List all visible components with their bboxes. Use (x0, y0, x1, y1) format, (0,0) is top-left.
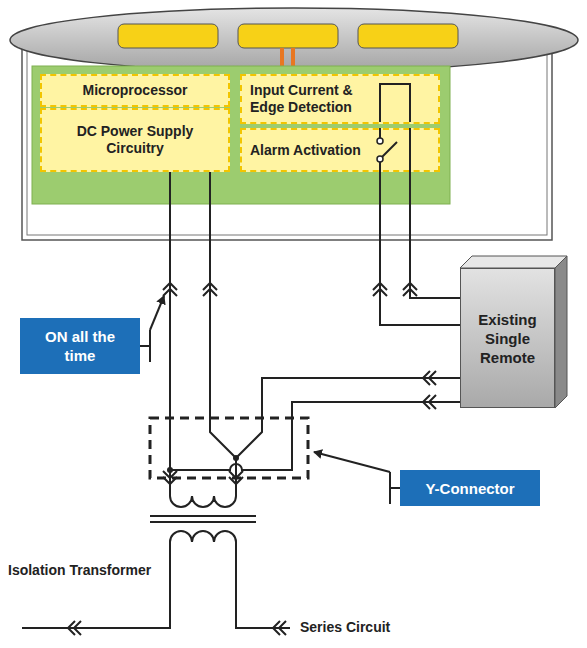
plug-chevron (279, 621, 286, 635)
node-text: DC Power Supply Circuitry (50, 123, 220, 157)
wire (236, 560, 290, 628)
lamp-lead (280, 48, 284, 67)
text-group: Microprocessor (82, 82, 187, 99)
leader-line (140, 345, 150, 347)
callout-box: ON all the time (20, 318, 140, 374)
text-group: Alarm Activation (250, 142, 361, 159)
leader-tick (149, 330, 151, 362)
wire-connector (410, 172, 460, 298)
node-text: Alarm Activation (250, 142, 361, 159)
plug-chevron (429, 395, 436, 409)
text-group: DC Power Supply Circuitry (50, 123, 220, 157)
node-text: Existing Single Remote (465, 310, 550, 367)
leader-line (314, 452, 390, 472)
callout-leaders (140, 296, 400, 504)
leader-line (150, 296, 164, 330)
plug-chevron (163, 289, 177, 296)
junction-dot (167, 467, 173, 473)
node-text: ON all the time (28, 327, 132, 365)
wire-connector (380, 172, 460, 325)
circuit-label: Series Circuit (300, 619, 390, 635)
housing (22, 45, 552, 240)
remote-side-face (555, 256, 567, 408)
node-text: Microprocessor (82, 82, 187, 99)
circuit-block: Alarm Activation (240, 128, 440, 172)
leader-line (390, 487, 400, 489)
plug-chevron (163, 471, 177, 478)
text-group: Input Current & Edge Detection (250, 82, 378, 116)
component-label: Isolation Transformer (8, 562, 151, 578)
dome-cover (10, 8, 578, 72)
transformer-coil (170, 490, 236, 507)
leader-tick (389, 472, 391, 504)
housing-inner (27, 45, 547, 235)
node-text: Y-Connector (425, 479, 514, 498)
wire-connector (210, 172, 460, 458)
circuit-block: DC Power Supply Circuitry (40, 108, 230, 172)
transformer-core (150, 521, 256, 523)
lamp-lead (291, 48, 295, 67)
node-text: Input Current & Edge Detection (250, 82, 378, 116)
plug-chevron (229, 471, 243, 478)
wire (169, 172, 171, 490)
indicator-light (118, 24, 218, 48)
remote-unit: Existing Single Remote (460, 268, 555, 408)
indicator-light (238, 24, 338, 48)
text-group: ON all the time (28, 327, 132, 365)
plug-chevron (74, 621, 81, 635)
remote-top-face (460, 256, 567, 268)
transformer-core (150, 515, 256, 517)
text-group: Y-Connector (425, 479, 514, 498)
circuit-block: Microprocessor (40, 74, 230, 107)
y-connector-outline (150, 418, 308, 478)
indicator-light (358, 24, 458, 48)
transformer-coil (170, 531, 236, 560)
wiring (22, 172, 460, 628)
circuit-board (32, 66, 450, 204)
circuit-block: Input Current & Edge Detection (240, 74, 440, 124)
text-group: Existing Single Remote (465, 310, 550, 367)
callout-box: Y-Connector (400, 470, 540, 506)
